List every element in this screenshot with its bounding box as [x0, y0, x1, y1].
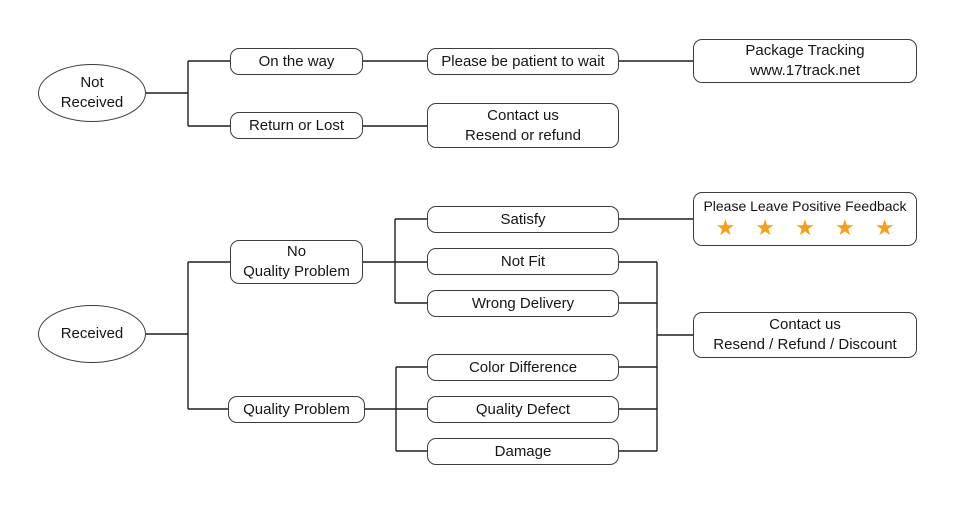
node-return-or-lost-label: Return or Lost [248, 116, 345, 134]
node-not-received: Not Received [38, 64, 146, 122]
node-no-quality-problem-line2: Quality Problem [243, 263, 350, 280]
node-no-quality-problem-line1: No [286, 243, 307, 260]
node-contact-resend-refund-discount: Contact us Resend / Refund / Discount [693, 312, 917, 358]
node-damage: Damage [427, 438, 619, 465]
node-contact-resend-refund-line1: Contact us [487, 106, 559, 124]
node-quality-defect: Quality Defect [427, 396, 619, 423]
node-no-quality-problem: No Quality Problem [230, 240, 363, 284]
node-positive-feedback-title: Please Leave Positive Feedback [703, 198, 907, 214]
node-contact-resend-refund: Contact us Resend or refund [427, 103, 619, 148]
node-contact-rrd-line2: Resend / Refund / Discount [713, 336, 897, 353]
node-be-patient: Please be patient to wait [427, 48, 619, 75]
node-received: Received [38, 305, 146, 363]
node-damage-label: Damage [494, 442, 552, 460]
node-package-tracking: Package Tracking www.17track.net [693, 39, 917, 83]
node-quality-defect-label: Quality Defect [475, 400, 571, 418]
node-not-fit: Not Fit [427, 248, 619, 275]
node-quality-problem: Quality Problem [228, 396, 365, 423]
node-contact-resend-refund-line2: Resend or refund [465, 126, 581, 144]
five-star-rating-icon: ★ ★ ★ ★ ★ [715, 215, 902, 240]
node-return-or-lost: Return or Lost [230, 112, 363, 139]
node-not-received-line1: Not [80, 74, 104, 91]
node-quality-problem-label: Quality Problem [243, 400, 350, 418]
node-contact-rrd-line1: Contact us [769, 316, 841, 333]
node-package-tracking-line1: Package Tracking [745, 42, 865, 59]
node-not-received-line2: Received [60, 94, 124, 111]
node-package-tracking-url: www.17track.net [749, 62, 861, 79]
node-wrong-delivery-label: Wrong Delivery [471, 294, 575, 312]
node-wrong-delivery: Wrong Delivery [427, 290, 619, 317]
node-not-fit-label: Not Fit [500, 252, 546, 270]
node-received-label: Received [60, 325, 124, 342]
node-satisfy: Satisfy [427, 206, 619, 233]
node-color-difference: Color Difference [427, 354, 619, 381]
node-on-the-way: On the way [230, 48, 363, 75]
node-on-the-way-label: On the way [258, 52, 335, 70]
node-be-patient-label: Please be patient to wait [441, 52, 605, 70]
node-positive-feedback: Please Leave Positive Feedback ★ ★ ★ ★ ★ [693, 192, 917, 246]
node-satisfy-label: Satisfy [500, 210, 546, 228]
node-color-difference-label: Color Difference [468, 358, 578, 376]
